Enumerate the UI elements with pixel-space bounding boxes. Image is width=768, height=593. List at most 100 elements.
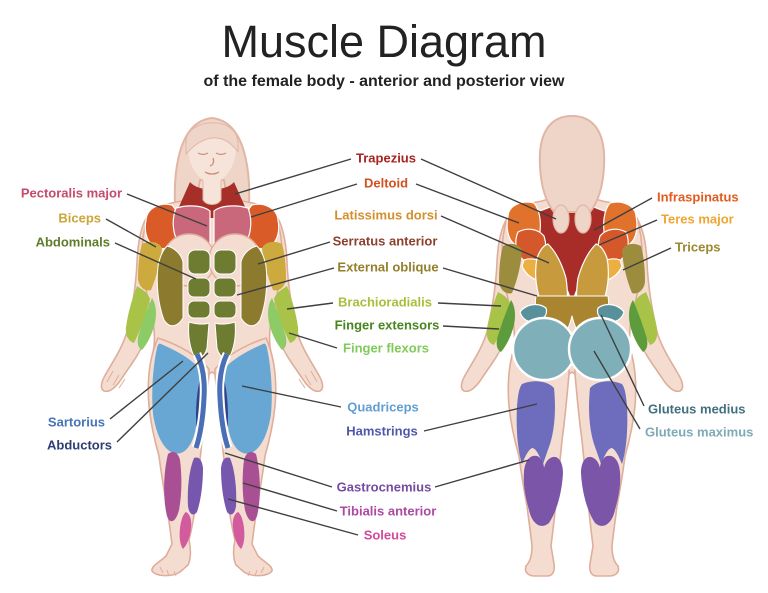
label-quadriceps: Quadriceps — [347, 399, 419, 415]
left-eye — [197, 152, 209, 156]
left-shape — [137, 298, 156, 350]
label-finger-flexors: Finger flexors — [343, 340, 429, 356]
leader-brachioradialis-right — [437, 302, 502, 307]
right-shape — [240, 245, 268, 327]
right-shape — [629, 300, 648, 352]
page-subtitle: of the female body - anterior and poster… — [203, 73, 565, 90]
left-shape — [499, 243, 522, 294]
posterior-gastrocnemius — [523, 455, 621, 526]
leader-tibialis — [242, 482, 338, 512]
nose — [209, 157, 215, 167]
right-shape — [232, 512, 245, 549]
right-shape — [622, 243, 645, 294]
left-shape — [164, 452, 182, 522]
hand-finger-lines — [106, 370, 318, 577]
label-infraspinatus: Infraspinatus — [657, 189, 739, 205]
label-deltoid: Deltoid — [363, 175, 409, 191]
left-shape — [496, 300, 515, 352]
label-gluteus-maximus: Gluteus maximus — [645, 424, 754, 440]
label-finger-extensors: Finger extensors — [334, 317, 440, 333]
leader-serratus — [257, 241, 331, 265]
hair-strands — [552, 204, 592, 234]
posterior-figure — [460, 115, 684, 577]
ab-segment — [213, 277, 237, 298]
label-gastrocnemius: Gastrocnemius — [336, 479, 432, 495]
leader-abdominals — [114, 242, 197, 280]
face-features — [197, 152, 227, 175]
posterior-hamstrings — [516, 381, 628, 464]
label-sartorius: Sartorius — [47, 414, 105, 430]
anterior-external-obliques — [156, 245, 268, 327]
label-pectoralis-major: Pectoralis major — [20, 185, 122, 201]
leader-brachioradialis-left — [286, 302, 334, 310]
leader-trapezius-right — [420, 158, 557, 220]
left-shape — [523, 455, 563, 526]
right-shape — [224, 343, 272, 454]
leader-abductors — [116, 352, 209, 443]
left-shape — [152, 343, 200, 454]
left-shape — [156, 245, 184, 327]
leader-latissimus — [440, 215, 550, 264]
right-shape — [274, 286, 299, 343]
hair-bangs — [185, 122, 239, 155]
right-shape — [581, 455, 621, 526]
leader-triceps — [622, 247, 672, 271]
left-shape — [138, 241, 162, 291]
label-brachioradialis: Brachioradialis — [338, 294, 432, 310]
left-shape — [187, 457, 203, 515]
label-triceps: Triceps — [675, 239, 721, 255]
leader-gluteus-medius — [600, 314, 645, 407]
anterior-gastrocnemius — [164, 452, 260, 522]
ab-segment — [213, 249, 237, 275]
leader-infraspinatus — [593, 197, 653, 231]
right-shape — [567, 316, 633, 382]
ab-segment — [187, 277, 211, 298]
leader-gluteus-maximus — [593, 350, 641, 430]
posterior-finger-extensors — [496, 300, 648, 352]
label-biceps: Biceps — [58, 210, 101, 226]
right-eye — [215, 152, 227, 156]
anterior-figure — [100, 117, 324, 577]
right-shape — [589, 381, 628, 464]
leader-hamstrings — [423, 403, 538, 432]
anterior-sartorius — [191, 351, 233, 450]
right-toe-lines — [247, 566, 265, 577]
anterior-biceps — [138, 241, 286, 291]
leader-sartorius — [109, 360, 184, 420]
label-gluteus-medius: Gluteus medius — [648, 401, 746, 417]
anterior-tibialis — [187, 457, 237, 515]
right-shape — [217, 352, 231, 449]
leader-biceps — [105, 218, 157, 248]
leader-deltoid-left — [250, 183, 358, 218]
right-hand-lines — [298, 370, 318, 389]
label-tibialis-anterior: Tibialis anterior — [339, 503, 437, 519]
left-hand-lines — [106, 370, 126, 389]
anterior-finger-flexors — [137, 298, 287, 350]
leader-teres-major — [598, 219, 658, 246]
posterior-triceps — [499, 243, 645, 294]
leader-oblique-right — [442, 267, 538, 297]
right-strand — [574, 204, 592, 234]
label-external-oblique: External oblique — [337, 259, 439, 275]
left-shape — [511, 316, 577, 382]
label-abductors: Abductors — [47, 437, 112, 453]
head-back — [538, 115, 606, 213]
label-abdominals: Abdominals — [35, 234, 110, 250]
left-shape — [125, 286, 150, 343]
lips — [204, 171, 220, 175]
right-shape — [268, 298, 287, 350]
ab-segment — [187, 249, 211, 275]
leader-gastrocnemius-right — [434, 459, 530, 488]
leader-finger-flexors — [288, 332, 338, 349]
anterior-abdominals — [187, 249, 237, 359]
anterior-soleus — [179, 512, 245, 549]
leader-quadriceps — [241, 385, 342, 408]
left-strand — [552, 204, 570, 234]
leader-deltoid-right — [415, 183, 520, 224]
anterior-brachioradialis — [125, 286, 299, 343]
right-shape — [634, 292, 658, 345]
label-trapezius: Trapezius — [356, 150, 416, 166]
label-soleus: Soleus — [363, 527, 407, 543]
